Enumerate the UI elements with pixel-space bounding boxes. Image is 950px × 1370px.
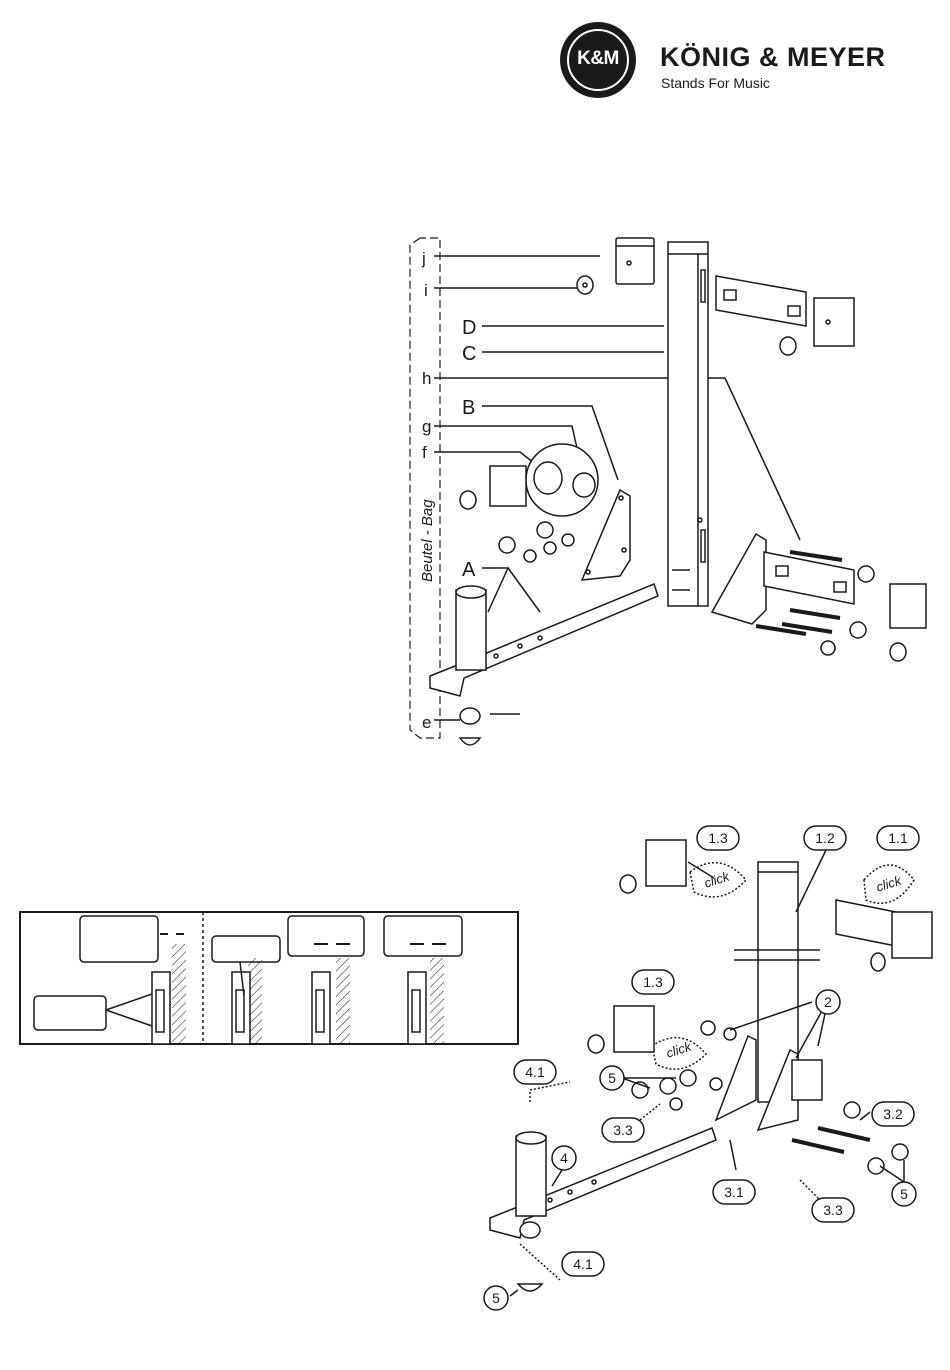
clearance-inset bbox=[20, 912, 518, 1044]
inset-label-box-3 bbox=[212, 936, 280, 962]
label-h: h bbox=[422, 369, 431, 388]
upright-tube bbox=[668, 242, 708, 606]
small-nuts bbox=[499, 522, 574, 562]
inset-label-box-4 bbox=[288, 916, 364, 956]
callout-2: 2 bbox=[824, 994, 832, 1010]
bracket-right bbox=[712, 534, 766, 624]
callout-3-2: 3.2 bbox=[883, 1106, 903, 1122]
washer-top bbox=[780, 337, 796, 355]
assembly-block-top-left bbox=[646, 840, 686, 886]
label-B: B bbox=[462, 397, 475, 419]
callout-4: 4 bbox=[560, 1150, 568, 1166]
label-e: e bbox=[422, 713, 431, 732]
label-D: D bbox=[462, 317, 476, 339]
callout-5-b: 5 bbox=[900, 1186, 908, 1202]
callout-5-c: 5 bbox=[492, 1290, 500, 1306]
callout-3-1: 3.1 bbox=[724, 1184, 744, 1200]
callout-3-3-b: 3.3 bbox=[823, 1202, 843, 1218]
label-j: j bbox=[421, 249, 426, 268]
bag-bracket bbox=[410, 238, 440, 738]
assembly-base-post bbox=[516, 1136, 546, 1216]
nut-e bbox=[460, 708, 480, 724]
label-g: g bbox=[422, 417, 431, 436]
inset-label-box-5 bbox=[384, 916, 462, 956]
callout-1-2: 1.2 bbox=[815, 830, 835, 846]
plate-j bbox=[616, 238, 654, 284]
inset-label-box-1 bbox=[80, 916, 158, 962]
callouts bbox=[484, 826, 919, 1310]
assembly-bracket-left bbox=[716, 1036, 756, 1120]
cap-e bbox=[460, 738, 480, 745]
base-post bbox=[456, 590, 486, 670]
bag-label: Beutel - Bag bbox=[419, 499, 436, 582]
inset-label-box-2 bbox=[34, 996, 106, 1030]
label-A: A bbox=[462, 559, 476, 581]
parts-diagram: Beutel - Bag j i D C h B g f A e bbox=[410, 238, 926, 745]
callout-1-3-top: 1.3 bbox=[708, 830, 728, 846]
click-label-2: click bbox=[874, 872, 904, 895]
callout-1-1: 1.1 bbox=[888, 830, 908, 846]
callout-4-1-bottom: 4.1 bbox=[573, 1256, 593, 1272]
callout-5-a: 5 bbox=[608, 1070, 616, 1086]
assembly-block-mid bbox=[614, 1006, 654, 1052]
callout-3-3-a: 3.3 bbox=[613, 1122, 633, 1138]
plate-block-top bbox=[814, 298, 854, 346]
callout-1-3-mid: 1.3 bbox=[643, 974, 663, 990]
block-b-small bbox=[490, 466, 526, 506]
plate-block-right bbox=[890, 584, 926, 628]
label-f: f bbox=[422, 443, 427, 462]
assembly-block-top-right bbox=[892, 912, 932, 958]
washer-i bbox=[577, 276, 593, 294]
connector-plate-top bbox=[716, 276, 806, 326]
callout-4-1-top: 4.1 bbox=[525, 1064, 545, 1080]
assembly-diagram bbox=[490, 840, 932, 1296]
click-label-1: click bbox=[702, 868, 732, 891]
label-i: i bbox=[424, 281, 428, 300]
label-C: C bbox=[462, 343, 476, 365]
